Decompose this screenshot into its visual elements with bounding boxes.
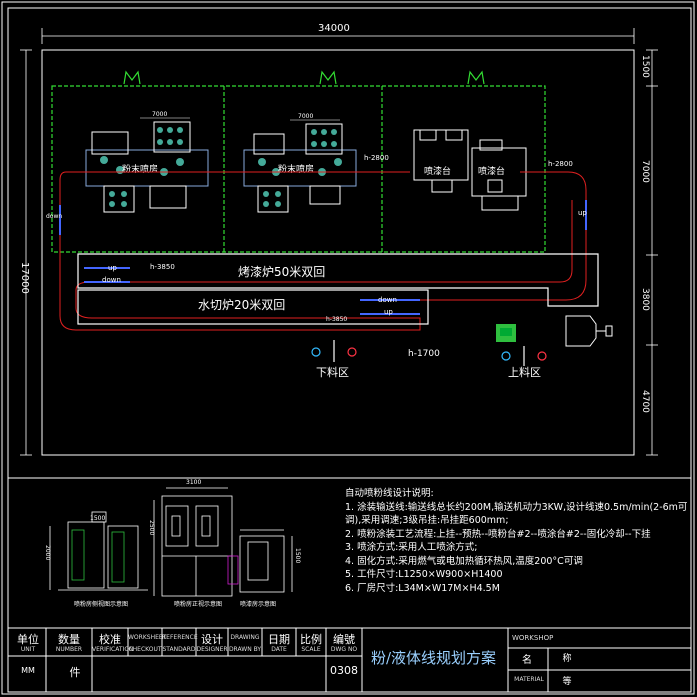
tb-unit-en: UNIT (20, 646, 36, 653)
tb-check3: REFERENCE (162, 634, 198, 641)
tb-qty-en: NUMBER (55, 646, 83, 653)
liquid-booth-1 (413, 129, 469, 193)
building-outline (41, 49, 635, 456)
detail-dim-2000: 2000 (44, 545, 51, 560)
booth-zones (51, 85, 546, 253)
booth-1-label: 粉末喷房 (122, 163, 158, 175)
liquid-booth-2-label: 喷漆台 (478, 165, 505, 177)
detail-dim-1500: 1500 (90, 515, 105, 522)
exhaust-markers (123, 70, 485, 85)
tb-draw: DRAWING (230, 634, 260, 641)
conveyor-line (59, 171, 587, 331)
detail-dim-1500b: 1500 (294, 548, 301, 563)
tb-no-en: DWG NO (330, 646, 358, 653)
conveyor-blue (59, 200, 587, 315)
plan-title: 粉/液体线规划方案 (371, 649, 497, 667)
tb-qty-value: 件 (69, 666, 81, 679)
transfer-cart (565, 315, 613, 347)
h3850-a: h-3850 (150, 263, 175, 271)
tb-qty: 数量 (58, 633, 80, 646)
notes-line-2: 调),采用调速;3级吊挂:吊挂距600mm; (345, 515, 509, 526)
h3850-b: h-3850 (326, 316, 347, 323)
tb-date-en: DATE (271, 646, 287, 653)
down-label-2: down (378, 296, 397, 304)
dim-right-mid1: 7000 (640, 160, 650, 183)
booth-2-label: 粉末喷房 (278, 163, 314, 175)
tb-r3a: MATERIAL (514, 676, 544, 683)
tb-unit: 单位 (17, 633, 39, 646)
water-oven-label: 水切炉20米双回 (198, 298, 285, 312)
tb-design-en: DESIGNER (196, 646, 228, 653)
notes-line-7: 6. 厂房尺寸:L34M×W17M×H4.5M (345, 582, 500, 594)
load-area-label: 上料区 (508, 365, 541, 379)
tb-design: 设计 (201, 633, 223, 646)
dim-left-height: 17000 (19, 262, 30, 294)
up-label-2: up (384, 308, 393, 316)
tb-check2-en: CHECKOUT (128, 646, 162, 653)
tb-r3b: 等 (562, 677, 572, 687)
tb-check2: WORKSHEET (128, 634, 167, 641)
tb-r2b: 称 (562, 654, 572, 664)
h2800-right: h-2800 (548, 160, 573, 168)
detail-front-view (153, 487, 233, 597)
notes-title: 自动喷粉线设计说明: (345, 488, 434, 499)
tb-r2a: 名 (522, 655, 532, 666)
title-block-grid (7, 627, 692, 693)
unload-area-icons (311, 340, 357, 362)
tb-r1: WORKSHOP (512, 634, 554, 642)
tb-check: 校准 (99, 633, 121, 646)
tb-scale: 比例 (300, 633, 322, 646)
loading-machine (496, 324, 516, 342)
detail-dim-3100: 3100 (186, 479, 201, 486)
tb-scale-en: SCALE (301, 646, 321, 653)
svg-text:7000: 7000 (298, 113, 313, 120)
detail-side-view (49, 511, 148, 591)
tb-check-en: VERIFICATION (92, 646, 134, 653)
liquid-booth-1-label: 喷漆台 (424, 165, 451, 177)
down-label-left: down (46, 213, 62, 220)
tb-check3-en: STANDARD (162, 646, 196, 653)
dim-right-mid2: 3800 (640, 288, 650, 311)
top-dimension (41, 28, 635, 44)
notes-line-3: 2. 喷粉涂装工艺流程:上挂--预热--喷粉台#2--喷涂台#2--固化冷却--… (345, 528, 651, 540)
dim-right-bottom: 4700 (640, 390, 650, 413)
powder-booth-2: 7000 (243, 113, 357, 213)
tb-unit-value: MM (21, 666, 35, 675)
tb-draw-en: DRAWN BY (228, 646, 262, 653)
design-notes: 自动喷粉线设计说明: 1. 涂装输送线:输送线总长约200M,输送机动力3KW,… (345, 487, 688, 595)
detail-label-2: 喷粉房正视示意图 (174, 600, 222, 608)
load-area-icons (501, 346, 547, 366)
h1700: h-1700 (408, 349, 440, 359)
h2800-left: h-2800 (364, 154, 389, 162)
left-dimension (20, 49, 32, 456)
notes-line-1: 1. 涂装输送线:输送线总长约200M,输送机动力3KW,设计线速0.5m/mi… (345, 501, 688, 513)
notes-line-4: 3. 喷涂方式:采用人工喷涂方式; (345, 542, 478, 553)
dim-right-top: 1500 (640, 55, 650, 78)
up-label-right: up (578, 209, 587, 217)
unload-area-label: 下料区 (316, 365, 349, 379)
dim-total-width: 34000 (318, 23, 350, 34)
right-dimension (646, 49, 658, 456)
curing-oven (77, 253, 599, 307)
detail-dim-2500: 2500 (148, 520, 155, 535)
svg-text:7000: 7000 (152, 111, 167, 118)
up-label-1: up (108, 264, 117, 272)
tb-no: 编號 (333, 633, 355, 646)
water-oven (77, 289, 429, 325)
powder-booth-1: 7000 (85, 111, 209, 213)
detail-spray-booth (227, 529, 293, 593)
notes-line-6: 5. 工件尺寸:L1250×W900×H1400 (345, 569, 503, 580)
down-label-1: down (102, 276, 121, 284)
curing-oven-label: 烤漆炉50米双回 (238, 264, 325, 279)
tb-date: 日期 (268, 633, 290, 646)
tb-drawing-no: 0308 (330, 664, 358, 677)
detail-label-1: 喷粉房侧视图示意图 (74, 600, 128, 608)
detail-label-3: 喷漆房示意图 (240, 600, 276, 608)
notes-line-5: 4. 固化方式:采用燃气或电加热循环热风,温度200°C可调 (345, 555, 583, 567)
